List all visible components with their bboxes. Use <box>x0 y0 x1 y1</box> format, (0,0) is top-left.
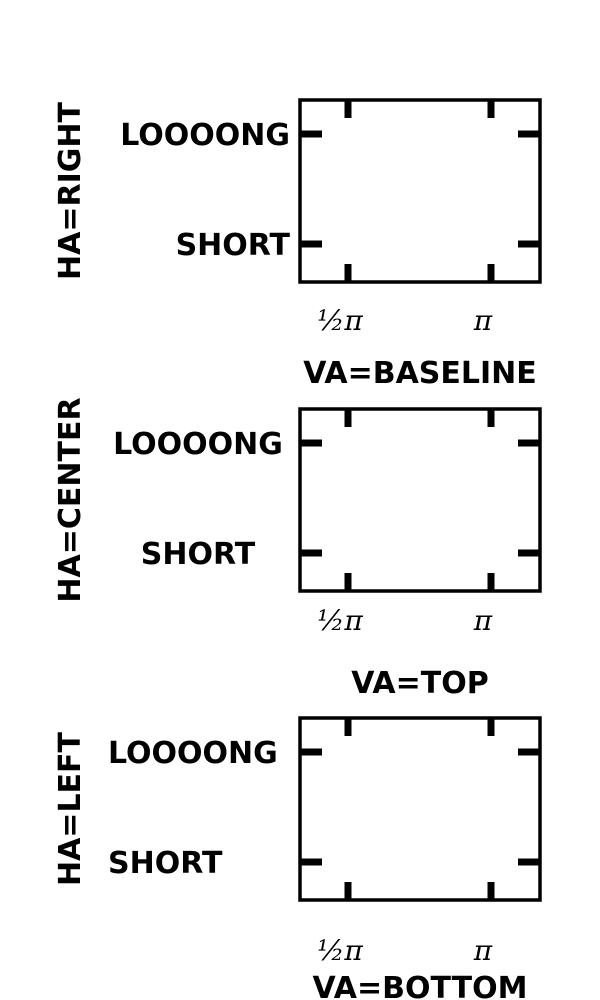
panel-3-ytick-label-2: SHORT <box>108 846 223 881</box>
panel-3-ytick-label-1: LOOOONG <box>108 736 278 771</box>
panel-3-xlabel: VA=BOTTOM <box>313 971 528 1000</box>
panel-3-ylabel: HA=LEFT <box>53 731 88 886</box>
panel-1-xtick-label-1: ½π <box>317 304 363 337</box>
panel-3-xtick-label-2: π <box>473 934 493 967</box>
panel-1-xtick-label-2: π <box>473 304 493 337</box>
panel-2-ylabel: HA=CENTER <box>53 397 88 602</box>
panel-2-xtick-label-1: ½π <box>317 604 363 637</box>
panel-2-axes-frame <box>298 407 542 593</box>
panel-2-xtick-label-2: π <box>473 604 493 637</box>
panel-1-ytick-label-1: LOOOONG <box>120 118 290 153</box>
panel-2-ytick-label-1: LOOOONG <box>113 427 283 462</box>
panel-1-ylabel: HA=RIGHT <box>53 102 88 280</box>
panel-1-xlabel: VA=BASELINE <box>303 356 537 391</box>
panel-1-ytick-label-2: SHORT <box>176 228 291 263</box>
panel-2-ytick-label-2: SHORT <box>141 537 256 572</box>
panel-3-axes-frame <box>298 716 542 902</box>
panel-1-axes-frame <box>298 98 542 284</box>
panel-2-xlabel: VA=TOP <box>351 666 489 701</box>
panel-3-xtick-label-1: ½π <box>317 934 363 967</box>
